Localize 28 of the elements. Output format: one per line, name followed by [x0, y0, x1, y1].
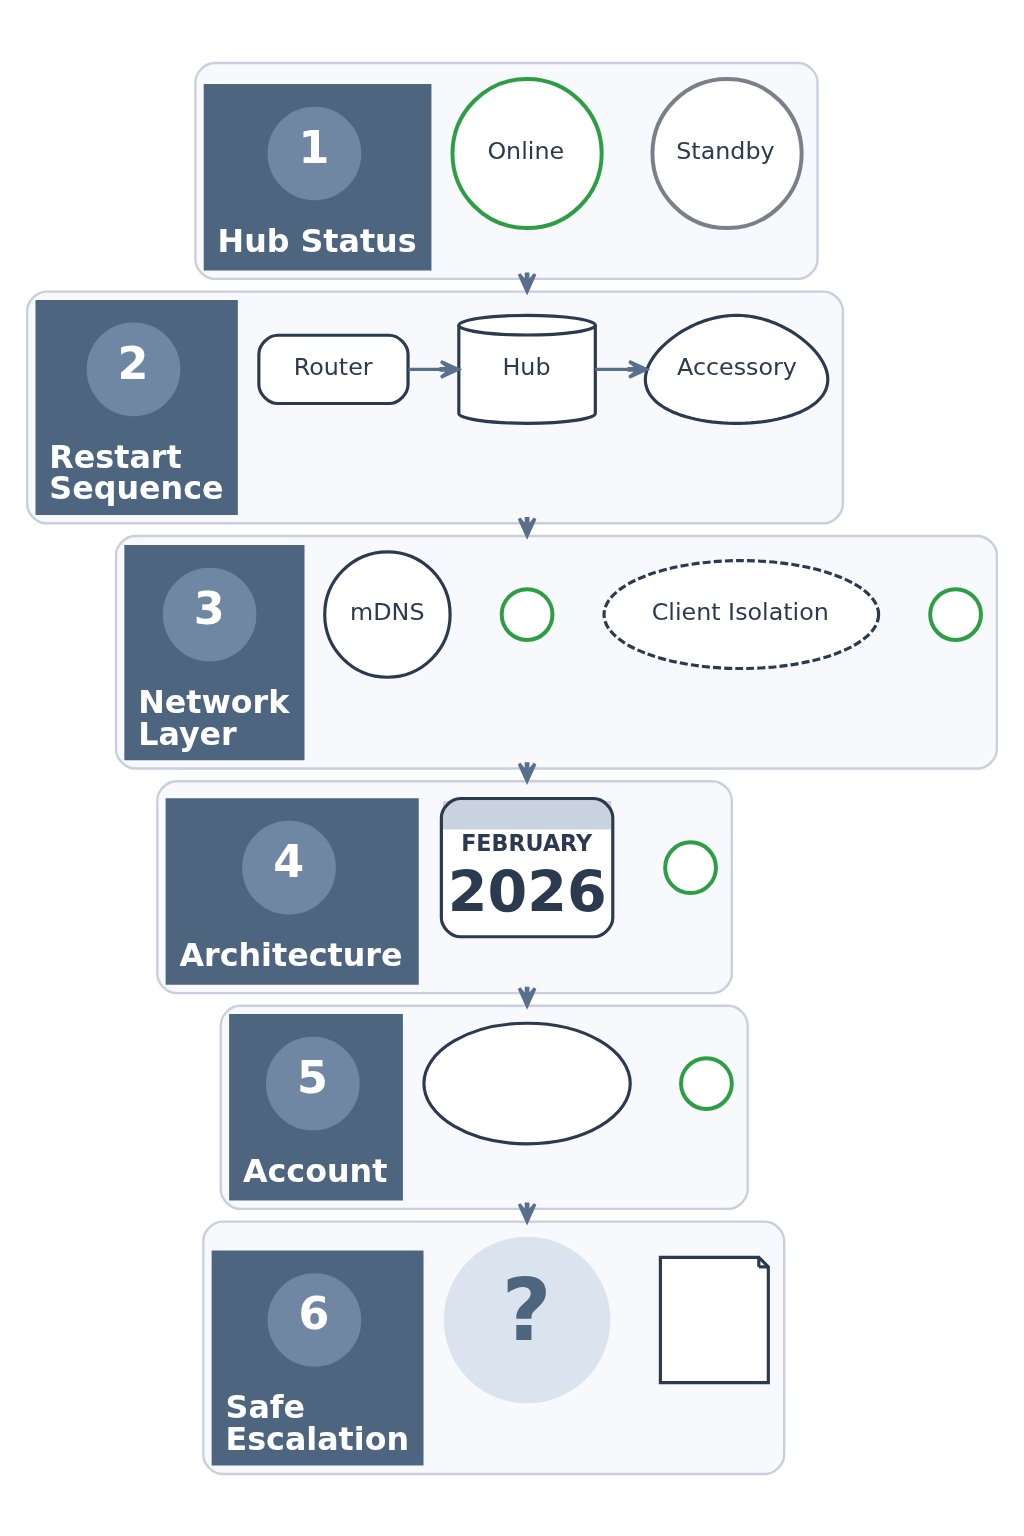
node-circle — [928, 586, 983, 642]
arrow — [408, 359, 460, 379]
arrow — [517, 761, 537, 783]
cluster — [114, 534, 999, 770]
node-circle: 5 — [266, 1036, 360, 1130]
node-circle: mDNS — [323, 549, 452, 679]
arrow — [595, 359, 649, 379]
cluster — [202, 1219, 786, 1475]
node-circle: ? — [443, 1236, 611, 1403]
node-circle — [679, 1055, 734, 1111]
cluster — [194, 61, 819, 280]
node-circle: 2 — [86, 322, 181, 416]
arrow — [517, 516, 537, 538]
node-cloud — [422, 1021, 632, 1145]
node-circle: Online — [450, 76, 604, 230]
cluster — [219, 1004, 749, 1210]
cluster — [25, 289, 845, 524]
cluster — [156, 779, 733, 994]
node-circle — [499, 586, 555, 642]
node-circle: 3 — [162, 567, 257, 661]
node-circle: Standby — [650, 76, 804, 230]
node-ellipse: Client Isolation — [602, 558, 881, 670]
node-circle: 1 — [267, 106, 362, 200]
node-box: Router — [257, 333, 410, 405]
node-circle: 6 — [267, 1272, 362, 1367]
node-circle — [663, 839, 718, 895]
node-circle: 4 — [242, 820, 336, 914]
arrow — [517, 272, 537, 293]
